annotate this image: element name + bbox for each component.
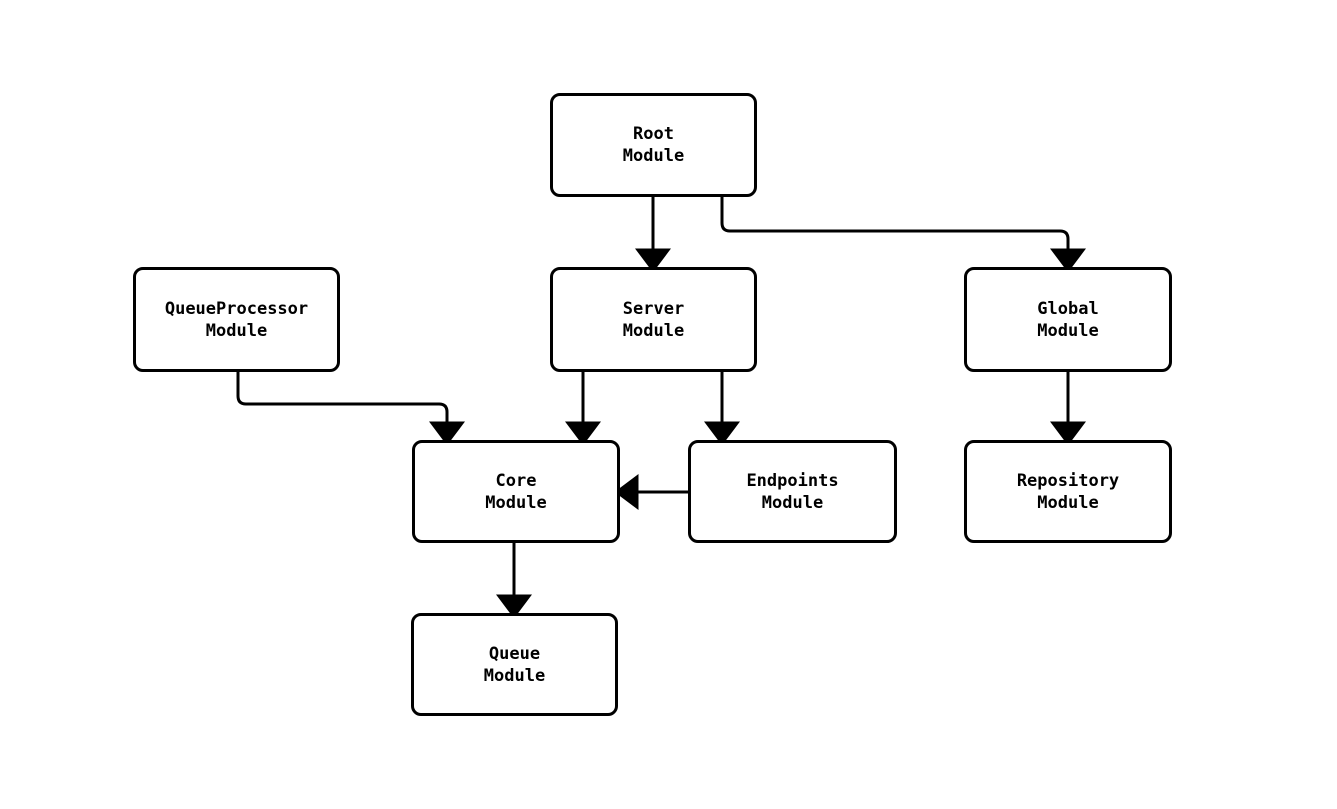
node-repository-module: Repository Module — [964, 440, 1172, 543]
edge-root-to-global — [720, 197, 1086, 273]
node-root-module: Root Module — [550, 93, 757, 197]
node-label-line: Module — [622, 320, 685, 341]
node-global-module: Global Module — [964, 267, 1172, 372]
node-label-line: QueueProcessor — [164, 298, 309, 319]
node-label-line: Module — [622, 146, 685, 166]
node-queue-module: Queue Module — [411, 613, 618, 716]
node-label-line: Module — [205, 320, 268, 341]
node-label-line: Root — [633, 124, 674, 144]
node-label-line: Module — [1037, 492, 1099, 513]
node-label-line: Repository — [1016, 470, 1120, 491]
node-label-line: Queue — [488, 643, 541, 664]
node-queueprocessor-module: QueueProcessor Module — [133, 267, 340, 372]
node-label-line: Endpoints — [746, 470, 839, 491]
node-server-module: Server Module — [550, 267, 757, 372]
node-label-line: Module — [485, 492, 547, 513]
node-label-line: Module — [483, 665, 546, 686]
node-label-line: Server — [622, 298, 685, 319]
node-label-line: Core — [495, 470, 537, 491]
edge-queueprocessor-to-core — [236, 372, 465, 446]
node-label-line: Global — [1037, 298, 1099, 319]
node-label-line: Module — [1037, 320, 1099, 341]
node-core-module: Core Module — [412, 440, 620, 543]
node-endpoints-module: Endpoints Module — [688, 440, 897, 543]
node-label-line: Module — [761, 492, 824, 513]
